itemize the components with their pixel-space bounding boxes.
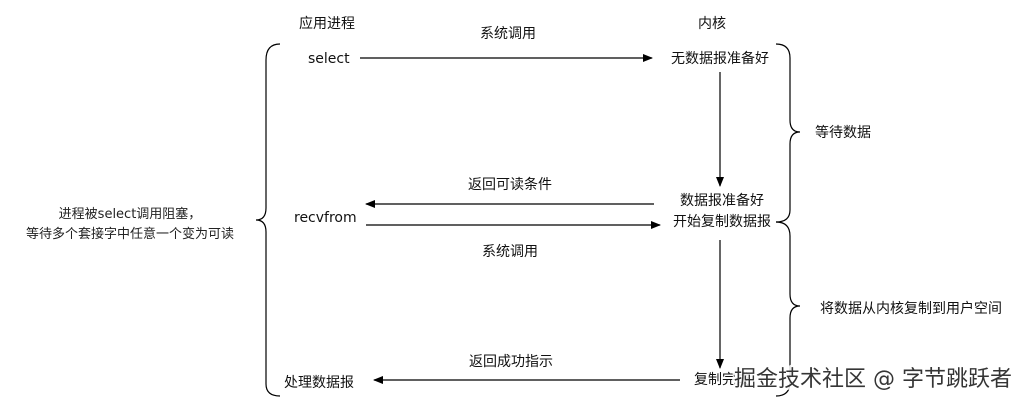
left-blocking-brace [255,43,281,397]
phase-copy-to-user: 将数据从内核复制到用户空间 [820,300,1002,317]
app-step-process-datagram: 处理数据报 [284,375,354,391]
left-note-line-2: 等待多个套接字中任意一个变为可读 [26,226,234,242]
kernel-state-start-copy: 开始复制数据报 [673,213,771,230]
watermark-halo: 掘金技术社区 @ 字节跳跃者 [734,367,1012,392]
message-syscall-recvfrom: 系统调用 [482,244,538,260]
app-step-select: select [308,51,350,67]
kernel-state-copy-done: 复制完成 [694,371,750,388]
phase-wait-data: 等待数据 [815,124,871,141]
left-note-line-1: 进程被select调用阻塞， [59,206,202,222]
message-return-readable: 返回可读条件 [468,176,552,193]
kernel-state-no-data: 无数据报准备好 [671,50,769,67]
header-app-process: 应用进程 [299,15,355,32]
app-step-recvfrom: recvfrom [294,210,357,226]
header-kernel: 内核 [698,16,726,32]
right-brace-copy-to-user [775,221,801,397]
right-brace-wait-data [775,43,801,223]
kernel-state-data-ready: 数据报准备好 [680,192,764,209]
watermark: 掘金技术社区 @ 字节跳跃者 [734,367,1012,392]
message-syscall-select: 系统调用 [480,26,536,42]
message-return-success: 返回成功指示 [469,354,553,370]
